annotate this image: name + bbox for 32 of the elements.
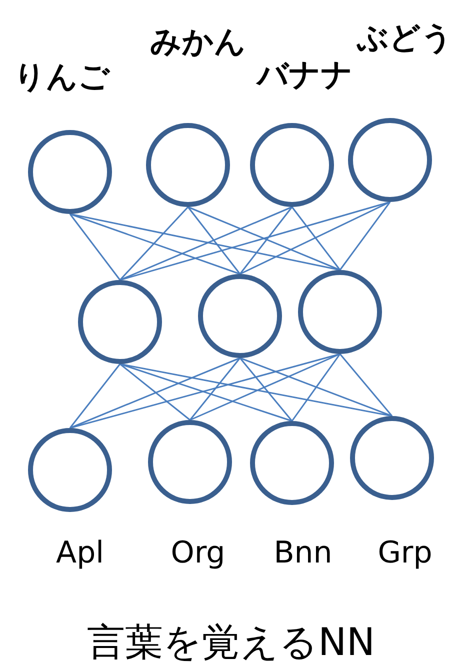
connection-line bbox=[70, 353, 340, 429]
connection-line bbox=[69, 364, 121, 428]
node-label: りんご bbox=[14, 58, 110, 97]
connection-line bbox=[189, 358, 241, 420]
connection-line bbox=[339, 354, 393, 416]
connection-line bbox=[120, 363, 292, 422]
connection-line bbox=[339, 202, 391, 270]
node-label: Apl bbox=[56, 534, 104, 572]
caption: 言葉を覚えるNN bbox=[86, 619, 376, 666]
connection-line bbox=[291, 206, 341, 270]
connection-line bbox=[291, 354, 341, 422]
connection-line bbox=[69, 214, 121, 280]
connection-line bbox=[190, 353, 340, 421]
node-label: ぶどう bbox=[357, 18, 453, 58]
connection-line bbox=[70, 213, 340, 271]
node-label: Bnn bbox=[274, 534, 332, 572]
connection-line bbox=[187, 206, 241, 274]
connection-line bbox=[120, 363, 190, 421]
connection-line bbox=[119, 206, 189, 281]
connection-line bbox=[70, 213, 240, 275]
node-label: Grp bbox=[378, 534, 432, 572]
connection-line bbox=[188, 206, 340, 271]
connection-line bbox=[239, 206, 293, 274]
node-label: みかん bbox=[150, 22, 246, 62]
connection-line bbox=[240, 357, 392, 417]
node-label: Org bbox=[170, 534, 226, 572]
connection-line bbox=[120, 201, 390, 281]
connection-line bbox=[240, 201, 390, 275]
connection-line bbox=[120, 206, 292, 281]
connection-line bbox=[70, 357, 240, 429]
node-label: バナナ bbox=[257, 56, 353, 95]
connection-line bbox=[239, 358, 293, 422]
